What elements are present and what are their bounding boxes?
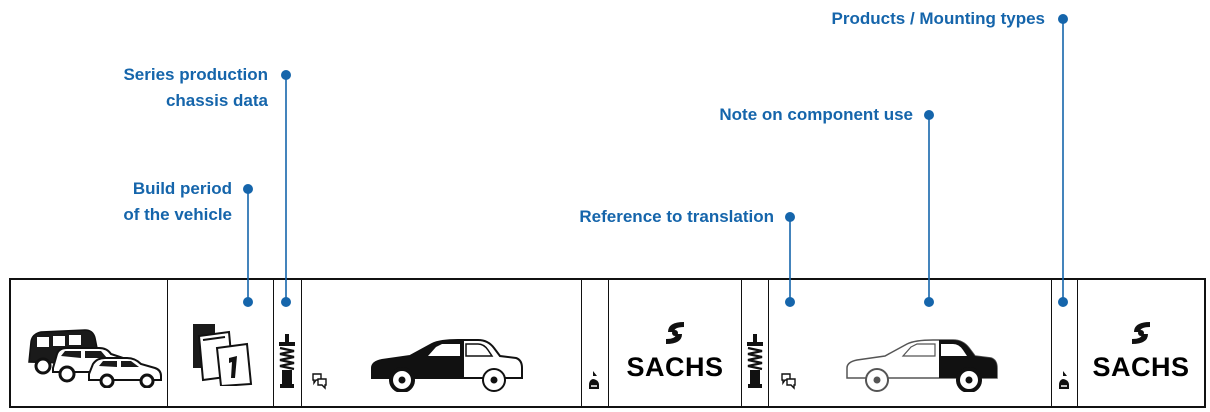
dot-reference-translation-bottom: [785, 297, 795, 307]
cell-divider-4: [581, 280, 582, 406]
series-production-line-1: Series production: [123, 65, 268, 84]
cell-divider-9: [1077, 280, 1078, 406]
sachs-logo-mark-2: [1132, 322, 1150, 344]
dot-series-production-bottom: [281, 297, 291, 307]
dot-build-period-bottom: [243, 297, 253, 307]
translation-icon-2: [781, 373, 796, 390]
reference-translation-label: Reference to translation: [579, 204, 774, 230]
dot-reference-translation-top: [785, 212, 795, 222]
dot-products-mounting-top: [1058, 14, 1068, 24]
vehicle-data-strip: SACHS SACHS: [9, 278, 1206, 408]
mounting-type-icon: [589, 371, 599, 389]
vehicle-group-icon: [28, 329, 162, 388]
cell-divider-1: [167, 280, 168, 406]
cell-divider-2: [273, 280, 274, 406]
note-component-use-text: Note on component use: [719, 105, 913, 124]
translation-icon: [312, 373, 327, 390]
sachs-logo-2: SACHS: [1078, 318, 1204, 381]
cell-divider-6: [741, 280, 742, 406]
dot-note-component-use-top: [924, 110, 934, 120]
car-rear-highlight-icon: [846, 339, 998, 392]
dot-note-component-use-bottom: [924, 297, 934, 307]
sachs-logo: SACHS: [609, 318, 741, 381]
cell-divider-7: [768, 280, 769, 406]
calendar-icon: [193, 324, 253, 386]
dot-build-period-top: [243, 184, 253, 194]
build-period-label: Build period of the vehicle: [123, 176, 232, 228]
shock-absorber-icon: [279, 334, 295, 388]
products-mounting-text: Products / Mounting types: [831, 9, 1045, 28]
products-mounting-label: Products / Mounting types: [832, 6, 1045, 32]
sachs-wordmark: SACHS: [626, 352, 724, 382]
build-period-line-1: Build period: [132, 179, 232, 198]
reference-translation-text: Reference to translation: [579, 207, 774, 226]
cell-divider-5: [608, 280, 609, 406]
shock-absorber-icon-2: [747, 334, 763, 388]
build-period-line-2: of the vehicle: [123, 205, 232, 224]
dot-products-mounting-bottom: [1058, 297, 1068, 307]
cell-divider-3: [301, 280, 302, 406]
series-production-line-2: chassis data: [165, 91, 268, 110]
sachs-logo-mark: [666, 322, 684, 344]
dot-series-production-top: [281, 70, 291, 80]
mounting-type-icon-2: [1059, 371, 1069, 389]
sachs-wordmark-2: SACHS: [1092, 352, 1190, 382]
cell-divider-8: [1051, 280, 1052, 406]
note-component-use-label: Note on component use: [719, 102, 913, 128]
car-front-highlight-icon: [371, 339, 523, 392]
series-production-label: Series production chassis data: [123, 62, 268, 114]
